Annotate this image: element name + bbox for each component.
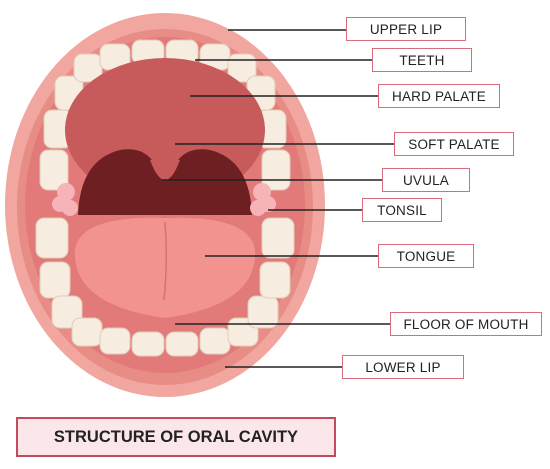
label-hard-palate: HARD PALATE [378,84,500,108]
lower-teeth [35,217,295,357]
label-uvula: UVULA [382,168,470,192]
diagram-title: STRUCTURE OF ORAL CAVITY [16,417,336,457]
label-teeth: TEETH [372,48,472,72]
tonsils [52,183,276,216]
label-floor-of-mouth: FLOOR OF MOUTH [390,312,542,336]
tongue-groove [163,221,168,301]
label-soft-palate: SOFT PALATE [394,132,514,156]
tongue [74,217,256,318]
leader-lines [162,29,394,368]
label-tongue: TONGUE [378,244,474,268]
label-upper-lip: UPPER LIP [346,17,466,41]
label-lower-lip: LOWER LIP [342,355,464,379]
label-tonsil: TONSIL [362,198,442,222]
uvula [150,160,180,180]
throat [78,149,252,215]
